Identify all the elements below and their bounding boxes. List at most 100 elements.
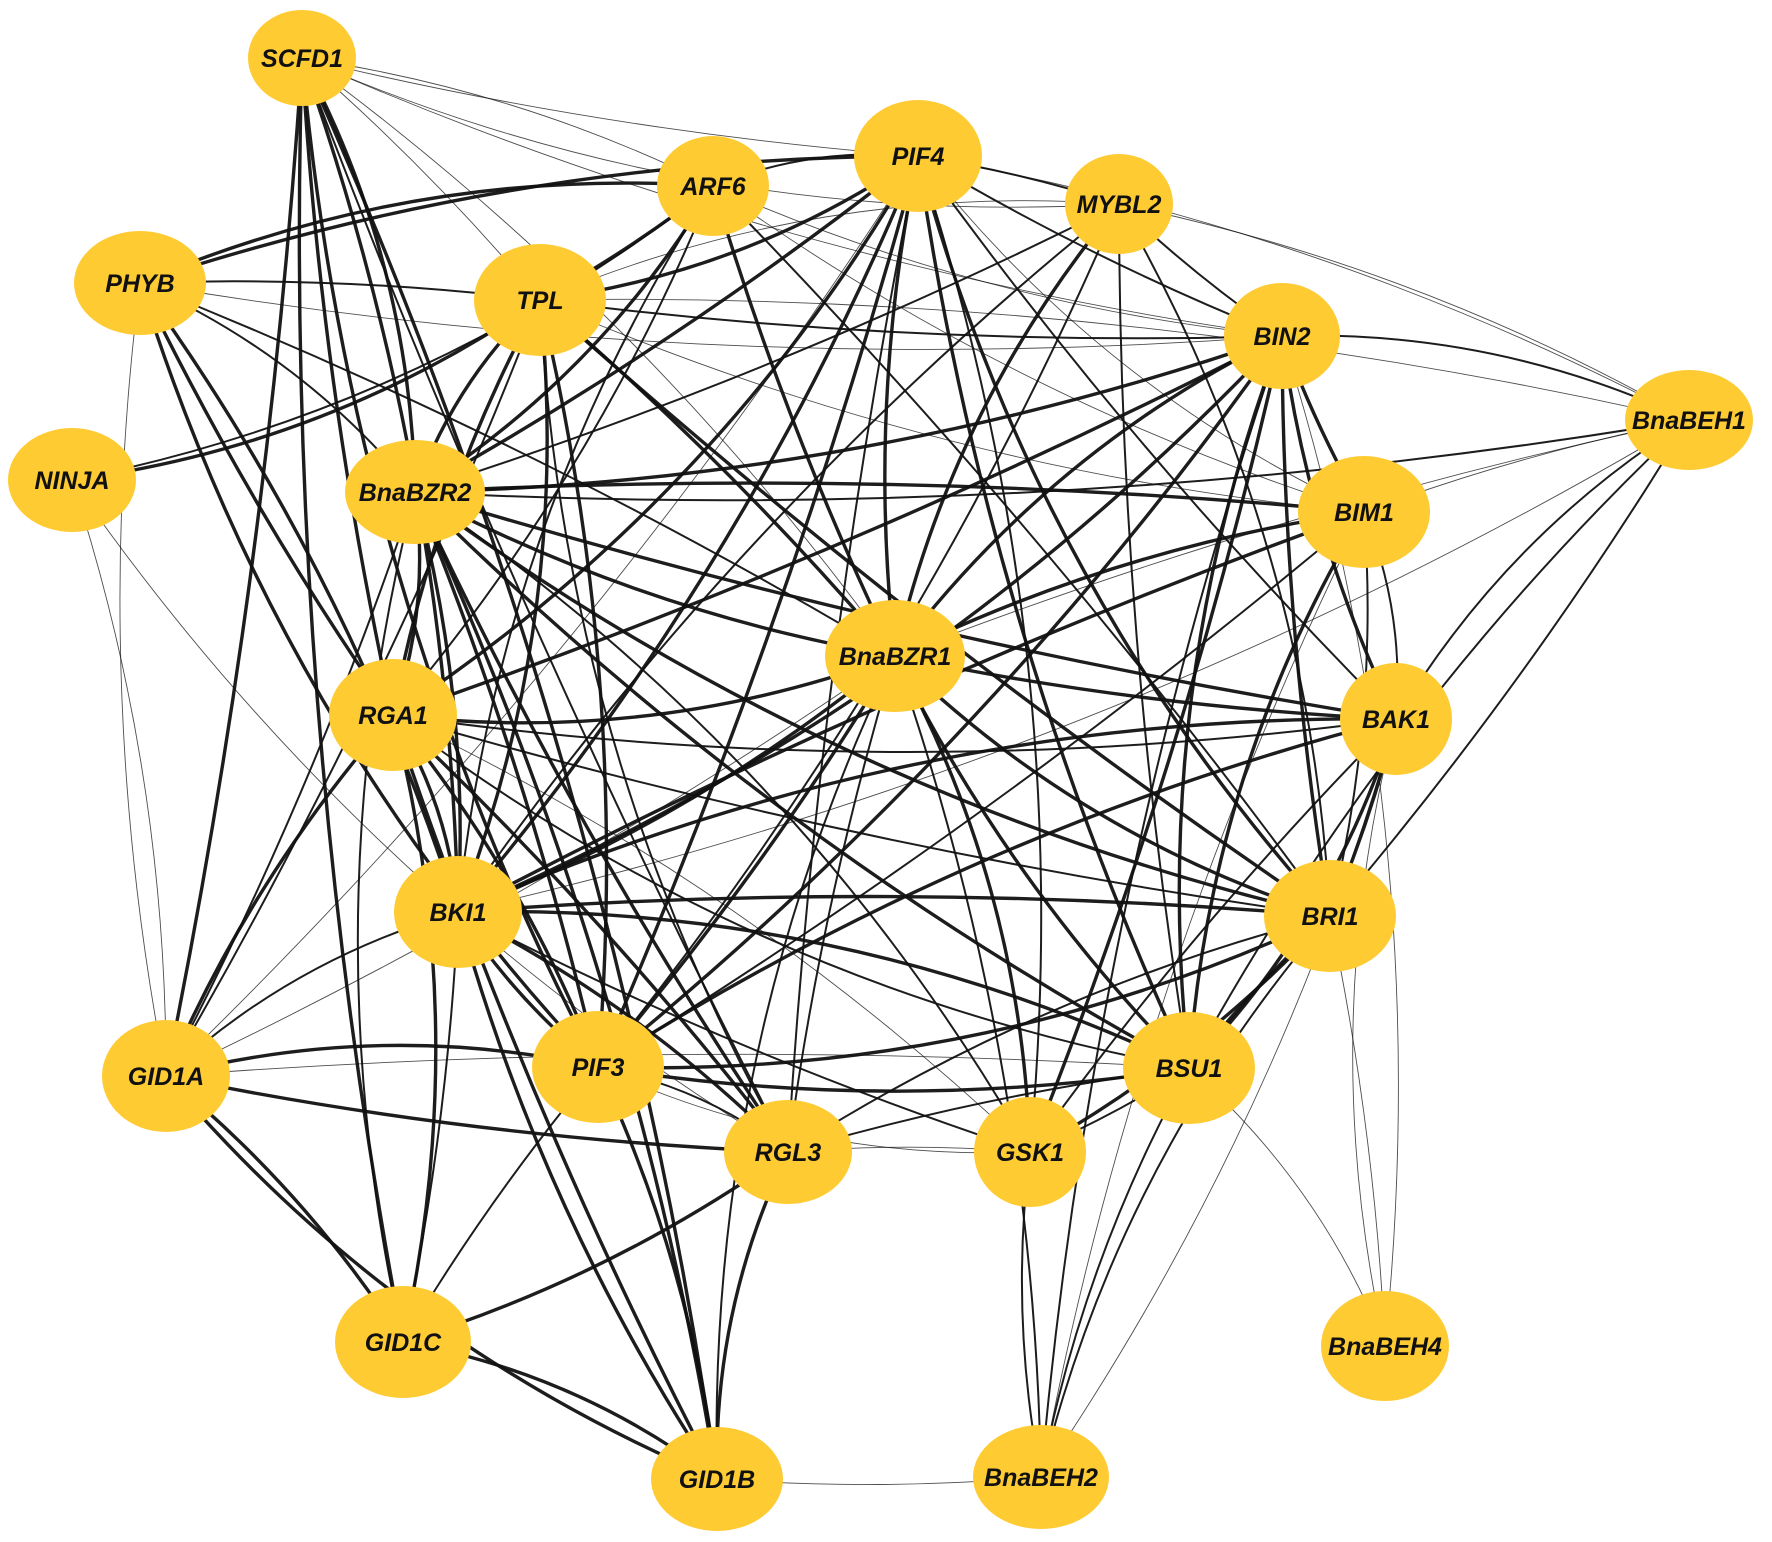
node-label-NINJA: NINJA — [34, 467, 109, 495]
node-label-BIM1: BIM1 — [1334, 499, 1394, 527]
edge-BnaBZR2-BnaBZR1 — [414, 490, 896, 658]
edge-BAK1-BKI1 — [457, 717, 1397, 914]
node-GID1A: GID1A — [102, 1020, 230, 1132]
node-label-PIF3: PIF3 — [572, 1054, 625, 1082]
node-label-GID1C: GID1C — [365, 1329, 442, 1357]
edge-BIN2-RGA1 — [392, 334, 1283, 717]
edge-SCFD1-BnaBZR1 — [301, 57, 896, 657]
node-RGA1: RGA1 — [329, 659, 457, 771]
edge-RGA1-GID1B — [391, 714, 719, 1480]
node-ellipse-BIN2 — [1224, 283, 1340, 389]
edge-BAK1-BnaBEH4 — [1352, 718, 1397, 1347]
node-label-RGA1: RGA1 — [358, 702, 427, 730]
edge-TPL-BIM1 — [539, 299, 1365, 513]
edge-TPL-PIF3 — [538, 299, 609, 1068]
node-GID1B: GID1B — [651, 1427, 783, 1531]
edge-SCFD1-ARF6 — [301, 57, 714, 187]
edge-PHYB-PIF3 — [138, 282, 600, 1069]
node-NINJA: NINJA — [8, 428, 136, 532]
edge-PHYB-RGA1 — [138, 282, 395, 716]
node-ellipse-RGA1 — [329, 659, 457, 771]
node-ellipse-BAK1 — [1340, 663, 1452, 775]
edge-PIF4-BKI1 — [456, 155, 920, 914]
node-label-GSK1: GSK1 — [996, 1139, 1064, 1167]
edge-TPL-BIN2 — [539, 299, 1283, 340]
edge-BIM1-BSU1 — [1187, 511, 1366, 1069]
edge-BIM1-BnaBZR1 — [894, 510, 1365, 658]
edge-BIN2-PIF3 — [596, 335, 1284, 1069]
edge-RGA1-RGL3 — [391, 713, 790, 1154]
edge-MYBL2-BnaBEH1 — [1118, 203, 1690, 421]
edge-RGA1-GSK1 — [392, 714, 1031, 1153]
node-ellipse-BKI1 — [394, 856, 522, 968]
edge-ARF6-BRI1 — [712, 185, 1331, 917]
edge-PIF4-BAK1 — [917, 155, 1397, 720]
edge-BKI1-GSK1 — [457, 911, 1031, 1153]
node-ellipse-SCFD1 — [248, 10, 356, 106]
edge-MYBL2-BnaBZR1 — [893, 202, 1121, 657]
node-ellipse-PHYB — [74, 231, 206, 335]
edge-NINJA-GID1A — [71, 479, 167, 1077]
edge-BnaBZR2-BIM1 — [414, 481, 1365, 514]
node-ellipse-PIF4 — [854, 100, 982, 212]
edge-ARF6-BIM1 — [712, 185, 1365, 513]
edge-BIN2-BRI1 — [1280, 335, 1332, 917]
node-BAK1: BAK1 — [1340, 663, 1452, 775]
edge-BIM1-PIF3 — [597, 511, 1365, 1068]
node-label-BSU1: BSU1 — [1156, 1055, 1223, 1083]
edge-SCFD1-PIF4 — [301, 57, 919, 157]
edge-RGA1-GID1C — [391, 714, 438, 1343]
edge-BRI1-RGL3 — [787, 915, 1331, 1153]
edge-BnaBZR1-BRI1 — [893, 654, 1331, 918]
node-label-TPL: TPL — [516, 287, 563, 315]
node-label-ARF6: ARF6 — [679, 173, 746, 201]
edge-BSU1-BnaBEH2 — [1040, 1067, 1190, 1478]
node-label-BnaBZR2: BnaBZR2 — [359, 479, 472, 507]
node-GSK1: GSK1 — [974, 1097, 1086, 1207]
edge-PHYB-BIN2 — [139, 282, 1283, 350]
node-PHYB: PHYB — [74, 231, 206, 335]
node-ellipse-RGL3 — [724, 1100, 852, 1204]
edge-BIN2-GSK1 — [1028, 335, 1284, 1153]
node-ellipse-BnaBEH1 — [1625, 370, 1753, 470]
node-MYBL2: MYBL2 — [1065, 154, 1173, 254]
node-ellipse-BnaBEH4 — [1321, 1291, 1449, 1401]
edge-BnaBZR1-RGL3 — [787, 655, 896, 1153]
edge-PIF4-BnaBZR2 — [414, 154, 920, 494]
node-label-PIF4: PIF4 — [892, 143, 945, 171]
edge-ARF6-BnaBZR1 — [711, 185, 897, 657]
edge-RGA1-BSU1 — [392, 714, 1190, 1069]
node-ellipse-GID1A — [102, 1020, 230, 1132]
node-ellipse-BnaBZR1 — [825, 600, 965, 712]
node-ellipse-TPL — [474, 244, 606, 356]
edge-ARF6-NINJA — [71, 185, 714, 481]
edge-GID1A-BSU1 — [165, 1053, 1190, 1077]
edge-BRI1-BnaBEH2 — [1040, 915, 1331, 1478]
edge-PHYB-GID1A — [119, 282, 167, 1077]
edge-MYBL2-BSU1 — [1118, 203, 1190, 1069]
node-ellipse-BIM1 — [1298, 456, 1430, 568]
node-BnaBEH4: BnaBEH4 — [1321, 1291, 1449, 1401]
node-label-BKI1: BKI1 — [430, 899, 487, 927]
edge-PIF4-BSU1 — [916, 155, 1191, 1069]
edge-BnaBEH1-BnaBZR1 — [894, 419, 1690, 657]
node-BnaBEH1: BnaBEH1 — [1625, 370, 1753, 470]
edge-SCFD1-GID1A — [164, 57, 304, 1077]
edge-BnaBEH1-BKI1 — [457, 419, 1690, 913]
node-ellipse-BnaBEH2 — [973, 1425, 1109, 1529]
node-label-MYBL2: MYBL2 — [1077, 191, 1162, 219]
node-BKI1: BKI1 — [394, 856, 522, 968]
edge-SCFD1-GID1B — [300, 57, 719, 1480]
edge-BKI1-GID1B — [456, 911, 719, 1480]
edge-NINJA-RGL3 — [71, 479, 789, 1153]
node-RGL3: RGL3 — [724, 1100, 852, 1204]
edge-GID1A-RGL3 — [165, 1074, 789, 1154]
node-ellipse-ARF6 — [657, 136, 769, 236]
edge-RGA1-BRI1 — [392, 714, 1331, 917]
edge-PIF4-BnaBEH1 — [917, 155, 1690, 421]
node-label-GID1B: GID1B — [679, 1466, 755, 1494]
node-BnaBZR1: BnaBZR1 — [825, 600, 965, 712]
edge-BnaBZR2-GID1C — [356, 491, 416, 1343]
edge-BAK1-BnaBEH2 — [1040, 718, 1397, 1478]
